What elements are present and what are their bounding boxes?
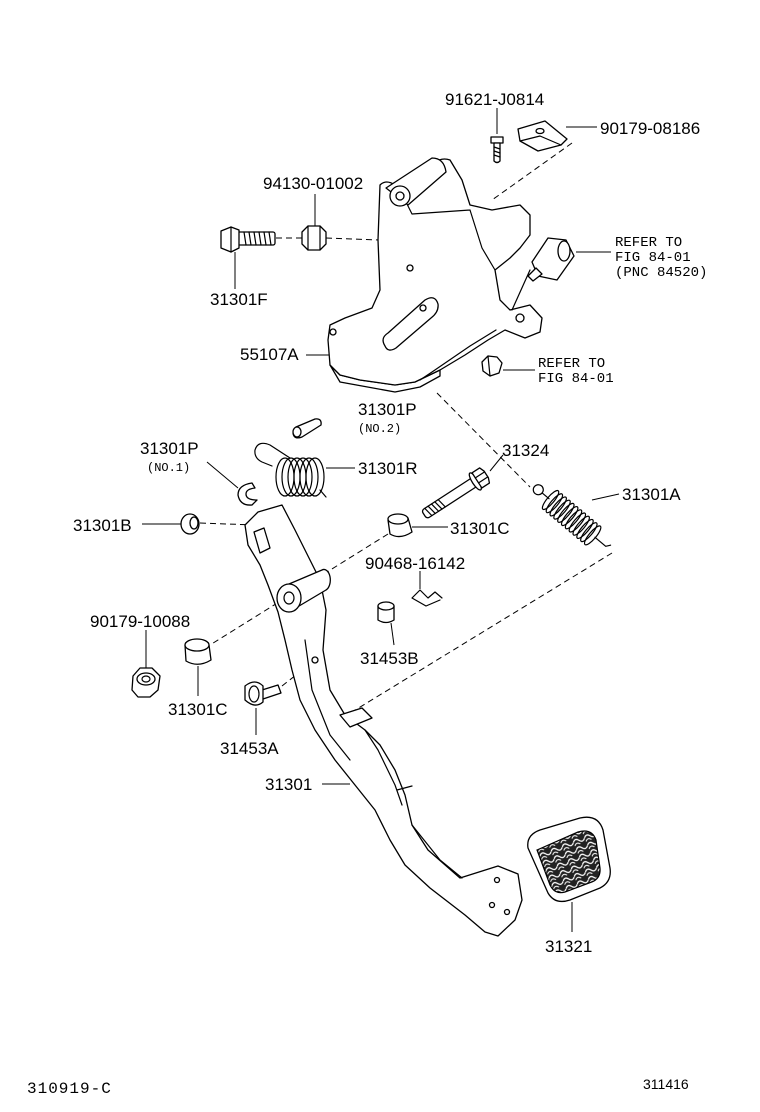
leader-line-31324 bbox=[489, 454, 504, 472]
note-refer-master-cylinder-line2: FIG 84-01 bbox=[615, 250, 691, 266]
assembly-line-stopper-pedal bbox=[281, 663, 311, 687]
leader-lines bbox=[142, 108, 620, 932]
nut-94130-01002-drawing bbox=[301, 225, 327, 251]
callout-31301C-upper[interactable]: 31301C bbox=[450, 519, 510, 538]
pedal-pad-31321-drawing bbox=[527, 816, 611, 903]
callout-31301B[interactable]: 31301B bbox=[73, 516, 132, 535]
bushing-31301C-upper-drawing bbox=[387, 513, 413, 538]
callout-31321[interactable]: 31321 bbox=[545, 937, 592, 956]
callout-31453B[interactable]: 31453B bbox=[360, 649, 419, 668]
callouts: 91621-J0814 90179-08186 94130-01002 3130… bbox=[73, 90, 700, 956]
callout-31301C-lower[interactable]: 31301C bbox=[168, 700, 228, 719]
spring-31301A-drawing bbox=[532, 484, 612, 547]
clip-90179-08186-drawing bbox=[517, 120, 568, 152]
note-refer-master-cylinder-line3: (PNC 84520) bbox=[615, 265, 707, 281]
note-no1: (NO.1) bbox=[147, 461, 190, 475]
stopper-31453A-drawing bbox=[244, 681, 282, 706]
spring-31301R-drawing bbox=[254, 442, 327, 498]
assembly-line-bracket-spring bbox=[436, 392, 531, 488]
notes: (NO.2) (NO.1) REFER TO FIG 84-01 (PNC 84… bbox=[147, 235, 707, 475]
callout-31301F[interactable]: 31301F bbox=[210, 290, 268, 309]
leader-line-31301P-no1 bbox=[206, 461, 239, 489]
callout-31324[interactable]: 31324 bbox=[502, 441, 549, 460]
nut-90179-10088-drawing bbox=[131, 667, 161, 698]
note-no2: (NO.2) bbox=[358, 422, 401, 436]
bracket-55107A-drawing bbox=[327, 157, 543, 393]
bushing-31301C-lower-drawing bbox=[184, 638, 212, 665]
callout-31301P-no2[interactable]: 31301P bbox=[358, 400, 417, 419]
bolt-31301F-drawing bbox=[220, 226, 276, 253]
figure-code: 310919-C bbox=[27, 1080, 112, 1098]
note-refer-nut-line1: REFER TO bbox=[538, 356, 605, 372]
callout-55107A[interactable]: 55107A bbox=[240, 345, 299, 364]
pin-31301P-no2-drawing bbox=[292, 418, 322, 439]
bolt-31324-drawing bbox=[421, 467, 491, 519]
callout-31301P-no1[interactable]: 31301P bbox=[140, 439, 199, 458]
assembly-line-nut-bracket bbox=[325, 237, 381, 241]
footer: 310919-C 311416 bbox=[27, 1076, 689, 1098]
callout-31301[interactable]: 31301 bbox=[265, 775, 312, 794]
clip-31301P-no1-drawing bbox=[237, 482, 258, 506]
callout-90179-08186[interactable]: 90179-08186 bbox=[600, 119, 700, 138]
callout-31301A[interactable]: 31301A bbox=[622, 485, 681, 504]
image-number: 311416 bbox=[643, 1076, 689, 1092]
bolt-91621-J0814-drawing bbox=[490, 136, 504, 164]
leader-line-31453B bbox=[390, 622, 395, 646]
note-refer-master-cylinder-line1: REFER TO bbox=[615, 235, 682, 251]
callout-31301R[interactable]: 31301R bbox=[358, 459, 418, 478]
leader-line-31301A bbox=[591, 493, 620, 501]
bushing-31301B-drawing bbox=[180, 513, 200, 535]
pedal-arm-31301-drawing bbox=[244, 504, 523, 937]
callout-90468-16142[interactable]: 90468-16142 bbox=[365, 554, 465, 573]
master-cylinder-drawing bbox=[527, 237, 575, 282]
assembly-line-spring-pedal bbox=[351, 552, 613, 713]
callout-94130-01002[interactable]: 94130-01002 bbox=[263, 174, 363, 193]
assembly-line-clip-bracket bbox=[491, 142, 573, 201]
clip-90468-16142-drawing bbox=[411, 589, 443, 607]
nut-refer-drawing bbox=[481, 355, 503, 377]
note-refer-nut-line2: FIG 84-01 bbox=[538, 371, 614, 387]
callout-91621-J0814[interactable]: 91621-J0814 bbox=[445, 90, 544, 109]
callout-90179-10088[interactable]: 90179-10088 bbox=[90, 612, 190, 631]
stopper-31453B-drawing bbox=[377, 601, 395, 624]
callout-31453A[interactable]: 31453A bbox=[220, 739, 279, 758]
